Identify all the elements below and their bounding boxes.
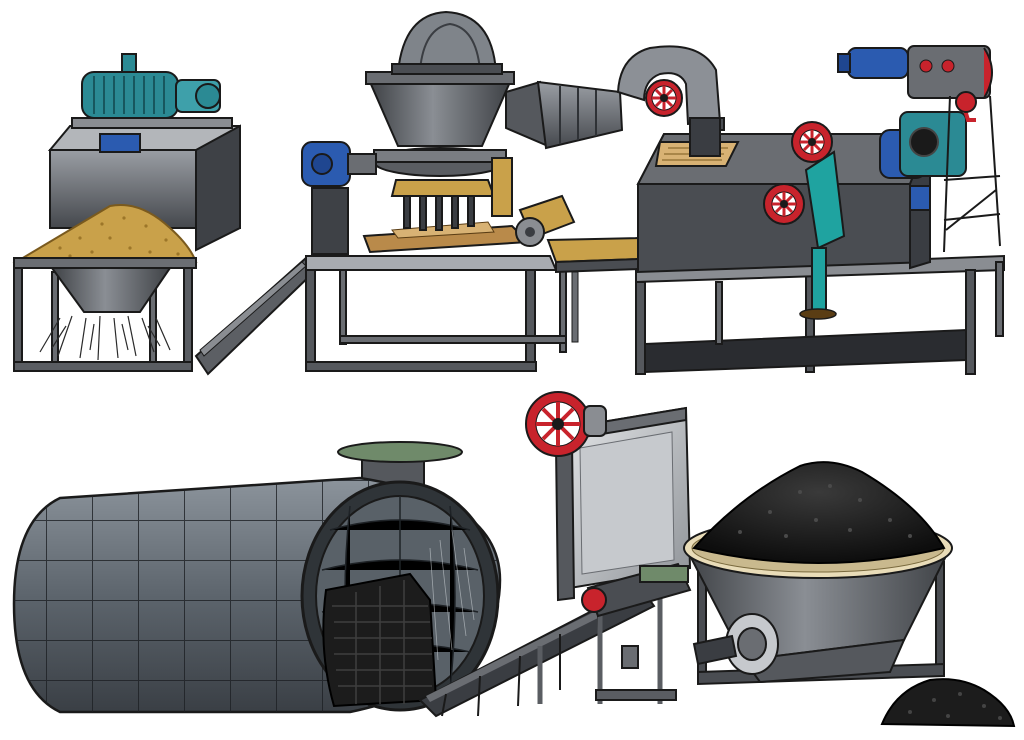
charcoal-stack: [322, 572, 438, 708]
screw-feeder: [581, 562, 692, 669]
duct-flywheel: [645, 79, 683, 117]
cabinet-wheel-upper: [791, 121, 833, 163]
charcoal-storage-bin: [683, 461, 953, 686]
press-side-motor: [301, 141, 377, 255]
charcoal-pile: [692, 461, 946, 564]
briquette-press-machine: [301, 10, 725, 372]
press-rods: [403, 185, 475, 231]
hopper-motor: [71, 53, 233, 153]
drying-cabinet: [635, 45, 1005, 375]
discharge-conveyor: [418, 584, 677, 718]
cabinet-wheel-lower: [763, 183, 805, 225]
charcoal-heap: [880, 678, 1016, 728]
carbonization-drum: [12, 441, 502, 714]
roller-cutter: [515, 194, 576, 247]
crusher-flywheel: [525, 391, 607, 457]
crusher-machine: [525, 391, 692, 669]
sawdust-hopper: [12, 53, 241, 372]
falling-sawdust: [39, 315, 171, 361]
air-duct: [505, 45, 725, 150]
hopper-frame: [13, 257, 193, 372]
cabinet-drive-unit: [837, 45, 1001, 253]
press-table: [305, 255, 567, 372]
sawdust-texture: [58, 216, 180, 258]
